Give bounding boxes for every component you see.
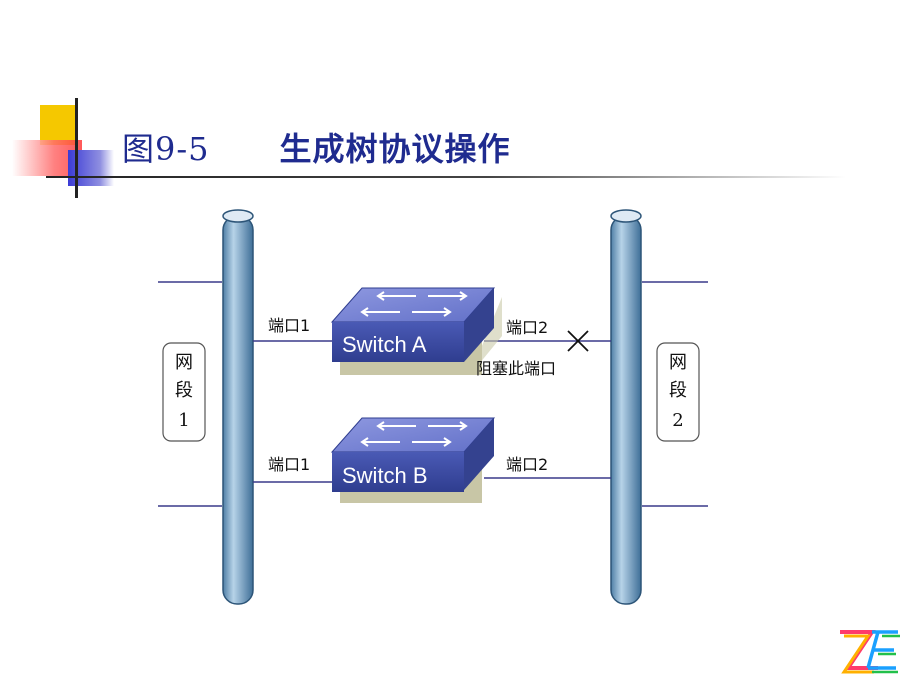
yellow-square-decoration: [40, 105, 78, 145]
switch-b-arrows-icon: [360, 421, 468, 447]
segment1-char2: 段: [175, 380, 193, 401]
page-title: 图9-5 生成树协议操作: [122, 124, 511, 170]
segment2-number: 2: [672, 410, 683, 431]
switch-a-arrows-icon: [360, 291, 468, 317]
title-text: 生成树协议操作: [279, 130, 511, 168]
blocked-port-note: 阻塞此端口: [476, 359, 556, 378]
figure-number: 图9-5: [122, 130, 210, 168]
switch-b-port1-label: 端口1: [268, 455, 310, 474]
vertical-rule-decoration: [75, 98, 78, 198]
blocked-port-x-icon: [567, 330, 589, 352]
title-underline: [46, 176, 846, 178]
corner-logo: ZE: [838, 627, 900, 674]
segment2-bus-pipe: [610, 209, 642, 605]
segment2-char2: 段: [669, 380, 687, 401]
segment1-bus-pipe: [222, 209, 254, 605]
segment2-char1: 网: [669, 352, 687, 373]
segment1-char1: 网: [175, 352, 193, 373]
switch-b-label: Switch B: [342, 463, 428, 488]
switch-links: [253, 340, 611, 483]
switch-a-port1-label: 端口1: [268, 316, 310, 335]
switch-b: Switch B: [330, 417, 496, 503]
switch-a-label: Switch A: [342, 332, 427, 357]
segment2-tag: 网 段 2: [656, 342, 700, 442]
segment1-number: 1: [178, 410, 189, 431]
switch-b-port2-label: 端口2: [506, 455, 548, 474]
segment1-tag: 网 段 1: [162, 342, 206, 442]
segment-lines: [158, 281, 708, 507]
switch-a-port2-label: 端口2: [506, 318, 548, 337]
switch-a: Switch A: [330, 287, 502, 375]
slide-header: 图9-5 生成树协议操作: [0, 0, 900, 200]
logo-text: ZE: [838, 627, 840, 629]
